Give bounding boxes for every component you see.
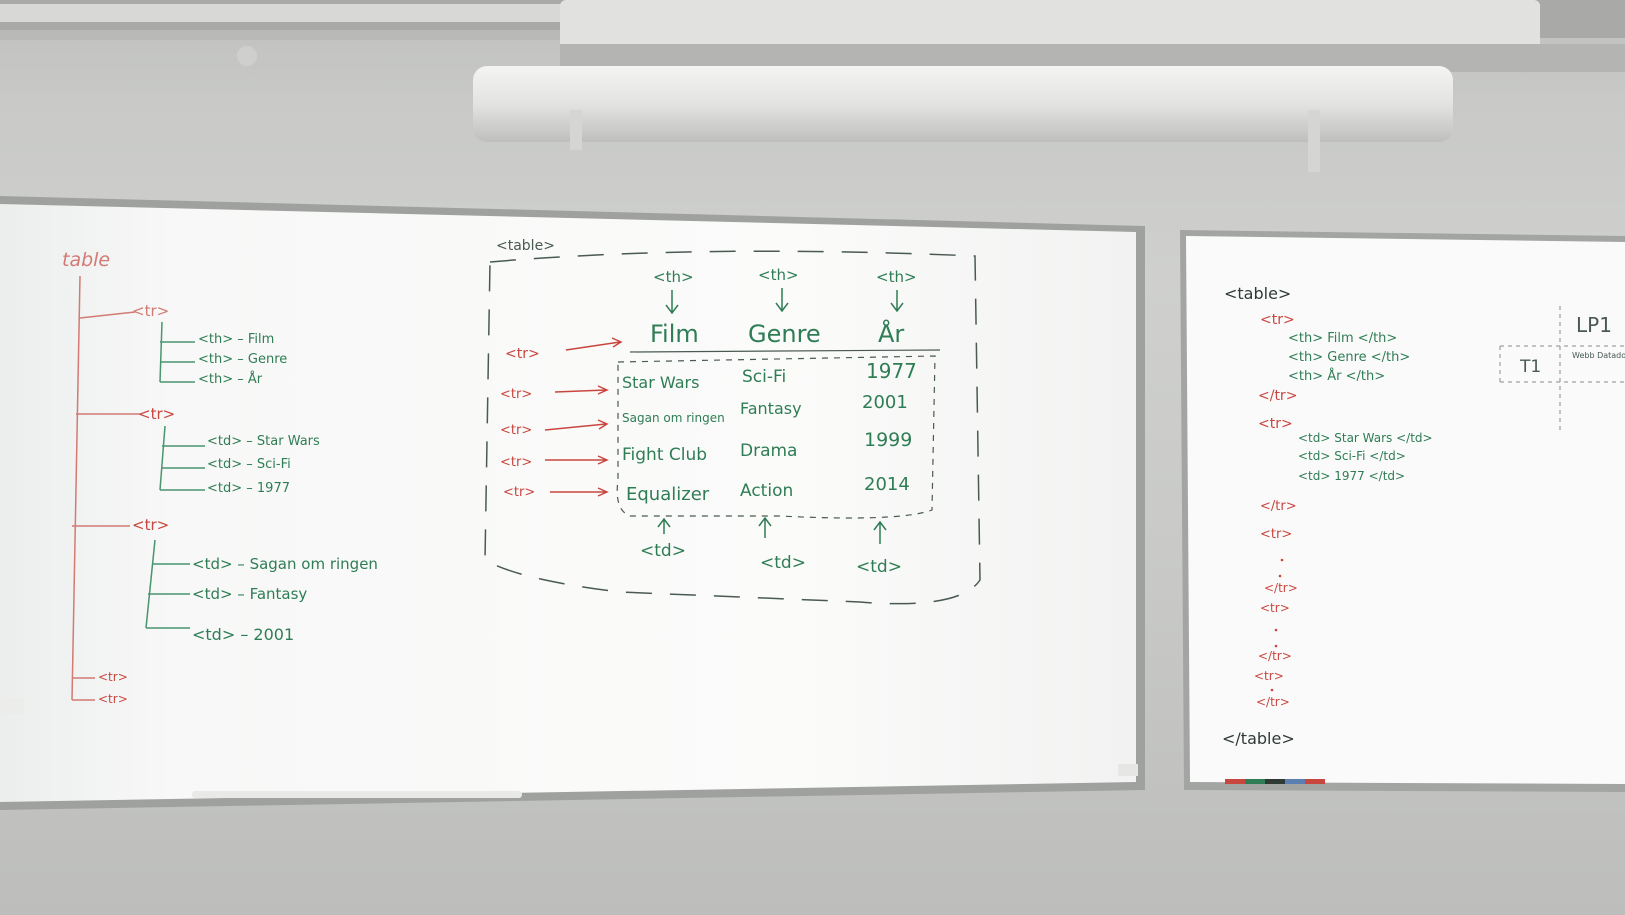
tree-tail-tr-1: <tr>: [98, 670, 128, 684]
code-line: <tr>: [1254, 669, 1284, 683]
cell-r4-year: 2014: [864, 474, 910, 495]
corner-label-lp1: LP1: [1576, 313, 1612, 337]
table-diagram: <table> <th> <th> <th> Film Genre År <tr…: [484, 238, 981, 605]
code-line: <tr>: [1260, 312, 1295, 328]
tree-row1-tr: <tr>: [132, 302, 169, 320]
table-tag-label: <table>: [496, 238, 555, 254]
cell-r3-year: 1999: [864, 429, 912, 451]
tree-row2-cell2: <td> – Sci-Fi: [207, 457, 291, 472]
ellipsis-dot: [1280, 558, 1284, 562]
code-line: <th> År </th>: [1288, 368, 1385, 384]
table-dashed-border: [484, 250, 981, 605]
code-line: </tr>: [1258, 388, 1297, 404]
right-whiteboard: [1180, 230, 1625, 792]
code-line: <td> Sci-Fi </td>: [1298, 449, 1406, 463]
code-line: <tr>: [1260, 527, 1292, 542]
cell-r1-film: Star Wars: [622, 373, 699, 392]
tree-root-label: table: [62, 249, 110, 271]
code-line: </tr>: [1258, 649, 1292, 663]
tree-row2-cell1: <td> – Star Wars: [207, 434, 320, 449]
ellipsis-dot: [1274, 628, 1278, 632]
td-arrows: [657, 516, 887, 544]
ceiling-rails: [0, 0, 1625, 72]
cell-r1-genre: Sci-Fi: [742, 367, 786, 387]
header-genre: Genre: [748, 320, 821, 348]
code-line: </tr>: [1260, 499, 1297, 514]
cell-r4-film: Equalizer: [626, 484, 710, 505]
th-label-2: <th>: [758, 266, 799, 284]
left-whiteboard: [0, 196, 1145, 810]
code-line: </tr>: [1264, 581, 1298, 595]
td-dashed-region: [616, 355, 936, 519]
cell-r2-year: 2001: [862, 392, 908, 413]
code-line: <th> Film </th>: [1288, 331, 1397, 346]
tree-tail-tr-2: <tr>: [98, 692, 128, 706]
code-line: <tr>: [1260, 601, 1290, 615]
header-underline: [629, 349, 941, 353]
html-tree-diagram: table <tr> <th> – Film <th> – Genre <th>…: [62, 249, 378, 706]
cell-r3-genre: Drama: [740, 441, 797, 461]
header-film: Film: [650, 320, 699, 348]
code-line: <th> Genre </th>: [1288, 350, 1410, 365]
tree-row3-cell3: <td> – 2001: [192, 625, 294, 644]
tree-connector-lines: [71, 275, 205, 701]
cell-r1-year: 1977: [866, 359, 917, 383]
tree-row3-tr: <tr>: [132, 516, 169, 534]
corner-notes: LP1 T1 Webb Datadoku: [1499, 306, 1625, 430]
td-label-2: <td>: [760, 553, 806, 573]
row-tag-2: <tr>: [500, 423, 532, 438]
tree-row2-cell3: <td> – 1977: [207, 481, 290, 496]
cell-r2-film: Sagan om ringen: [622, 411, 725, 425]
row-tag-4: <tr>: [503, 485, 535, 500]
projector-screen-tube: [237, 46, 1453, 172]
cell-r2-genre: Fantasy: [740, 399, 802, 418]
code-line: </table>: [1222, 729, 1295, 748]
row-tag-1: <tr>: [500, 387, 532, 402]
tree-row2-tr: <tr>: [138, 405, 175, 423]
header-year: År: [878, 319, 904, 348]
cell-r3-film: Fight Club: [622, 445, 707, 465]
ellipsis-dot: [1278, 574, 1282, 578]
code-line: </tr>: [1256, 695, 1290, 709]
tree-row1-cell1: <th> – Film: [198, 332, 274, 347]
code-line: <td> 1977 </td>: [1298, 469, 1405, 483]
code-line: <table>: [1224, 284, 1291, 303]
tree-row1-cell3: <th> – År: [198, 371, 263, 387]
code-line: <td> Star Wars </td>: [1298, 431, 1433, 445]
td-label-1: <td>: [640, 541, 686, 561]
row-arrows: [544, 337, 623, 497]
html-code-listing: <table> <tr> <th> Film </th> <th> Genre </t…: [1222, 284, 1433, 748]
th-label-3: <th>: [876, 268, 917, 286]
row-tag-header: <tr>: [505, 346, 540, 362]
corner-label-t1: T1: [1519, 357, 1541, 377]
td-label-3: <td>: [856, 557, 902, 577]
tree-row3-cell1: <td> – Sagan om ringen: [192, 555, 378, 573]
ellipsis-dot: [1274, 644, 1278, 648]
corner-label-webb: Webb Datadoku: [1572, 351, 1625, 360]
cell-r4-genre: Action: [740, 481, 793, 501]
row-tag-3: <tr>: [500, 455, 532, 470]
tree-row3-cell2: <td> – Fantasy: [192, 585, 307, 603]
code-line: <tr>: [1258, 416, 1293, 432]
ellipsis-dot: [1270, 688, 1274, 692]
th-label-1: <th>: [653, 268, 694, 286]
th-arrows: [665, 288, 904, 315]
tree-row1-cell2: <th> – Genre: [198, 352, 287, 367]
